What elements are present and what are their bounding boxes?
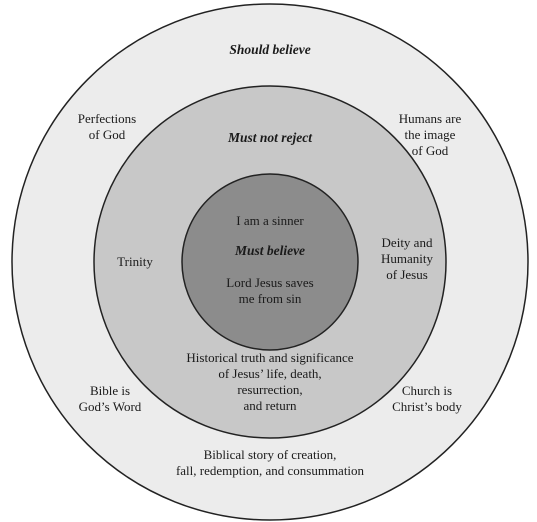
label-bible-is-gods-word: Bible is God’s Word [78,383,142,414]
label-humans-image-of-god: Humans are the image of God [398,111,462,158]
inner-ring-title: Must believe [234,243,306,258]
outer-ring-title: Should believe [229,42,311,57]
label-trinity: Trinity [117,254,153,269]
label-lord-jesus-saves: Lord Jesus saves me from sin [226,275,314,306]
middle-ring-title: Must not reject [227,130,312,145]
label-biblical-story: Biblical story of creation, fall, redemp… [175,447,365,478]
label-historical-truth: Historical truth and significance of Jes… [186,350,354,413]
label-perfections-of-god: Perfections of God [77,111,137,142]
label-deity-humanity-jesus: Deity and Humanity of Jesus [381,235,433,282]
label-church-is-christs-body: Church is Christ’s body [392,383,462,414]
label-i-am-a-sinner: I am a sinner [236,213,304,228]
inner-circle-must-believe [181,173,359,351]
